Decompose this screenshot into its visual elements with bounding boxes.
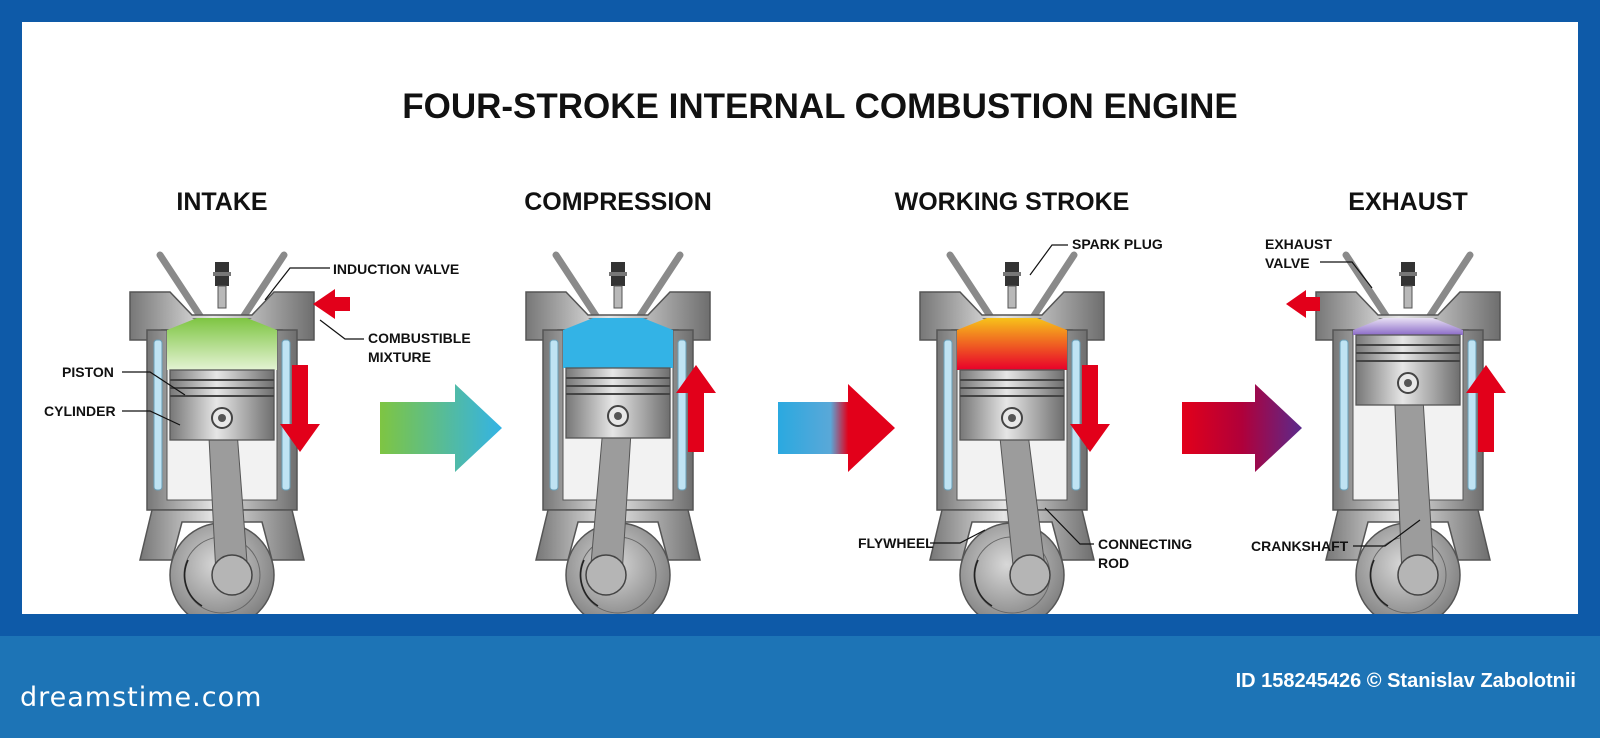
transition-arrow-2 xyxy=(778,384,895,472)
rotation-arc xyxy=(1369,559,1389,607)
rotation-arc xyxy=(973,559,993,607)
label-induction-valve: INDUCTION VALVE xyxy=(333,261,459,277)
label-crankshaft: CRANKSHAFT xyxy=(1251,538,1349,554)
exhaust-flow-arrow xyxy=(1286,290,1320,318)
engine-stage-4 xyxy=(1316,255,1500,614)
gas-chamber xyxy=(563,318,673,368)
gas-chamber xyxy=(957,318,1067,370)
transition-arrow-1 xyxy=(380,384,502,472)
label-spark-plug: SPARK PLUG xyxy=(1072,236,1163,252)
label-flywheel: FLYWHEEL xyxy=(858,535,934,551)
engine-stage-1 xyxy=(130,255,314,614)
piston xyxy=(169,369,275,441)
engine-diagram: FOUR-STROKE INTERNAL COMBUSTION ENGINE I… xyxy=(44,87,1506,614)
page-title: FOUR-STROKE INTERNAL COMBUSTION ENGINE xyxy=(402,87,1237,126)
piston xyxy=(565,367,671,439)
gas-chamber xyxy=(167,318,277,370)
engine-stage-2 xyxy=(526,255,710,614)
transition-arrow-3 xyxy=(1182,384,1302,472)
rotation-arc xyxy=(579,559,599,607)
gas-chamber xyxy=(1353,318,1463,335)
footer-credit: ID 158245426 © Stanislav Zabolotnii xyxy=(1235,670,1576,692)
diagram-panel: FOUR-STROKE INTERNAL COMBUSTION ENGINE I… xyxy=(22,22,1578,614)
footer-bar: dreamstime.com ID 158245426 © Stanislav … xyxy=(0,636,1600,738)
label-connecting-1: CONNECTING xyxy=(1098,536,1192,552)
footer-logo: dreamstime.com xyxy=(20,682,263,713)
stage-title-1: INTAKE xyxy=(176,188,267,216)
crankshaft-pin xyxy=(585,554,627,596)
piston-motion-arrow-4 xyxy=(1466,365,1506,452)
piston-motion-arrow-1 xyxy=(280,365,320,452)
crankshaft-pin xyxy=(211,554,253,596)
label-connecting-2: ROD xyxy=(1098,555,1129,571)
label-combustible-2: MIXTURE xyxy=(368,349,431,365)
stage-title-3: WORKING STROKE xyxy=(895,188,1130,216)
intake-flow-arrow xyxy=(313,289,350,319)
label-piston: PISTON xyxy=(62,364,114,380)
rotation-arc xyxy=(183,559,203,607)
piston xyxy=(1355,334,1461,406)
stage-title-4: EXHAUST xyxy=(1348,188,1467,216)
label-combustible-1: COMBUSTIBLE xyxy=(368,330,471,346)
label-exhaust-valve-1: EXHAUST xyxy=(1265,236,1332,252)
label-exhaust-valve-2: VALVE xyxy=(1265,255,1310,271)
stage-title-2: COMPRESSION xyxy=(524,188,712,216)
piston-motion-arrow-3 xyxy=(1070,365,1110,452)
engine-stage-3 xyxy=(920,255,1104,614)
piston xyxy=(959,369,1065,441)
piston-motion-arrow-2 xyxy=(676,365,716,452)
label-cylinder: CYLINDER xyxy=(44,403,116,419)
crankshaft-pin xyxy=(1009,554,1051,596)
crankshaft-pin xyxy=(1397,554,1439,596)
